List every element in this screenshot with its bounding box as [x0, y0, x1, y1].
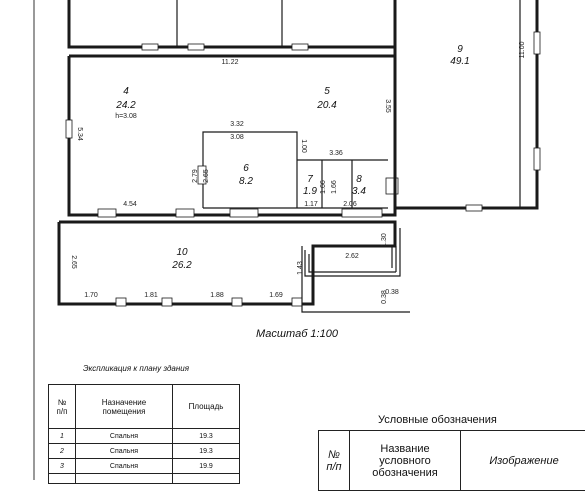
svg-text:8.2: 8.2 [239, 176, 253, 187]
svg-text:10: 10 [176, 247, 188, 258]
svg-text:26.2: 26.2 [171, 260, 192, 271]
svg-text:1.43: 1.43 [297, 261, 304, 275]
svg-text:1.66: 1.66 [320, 180, 327, 194]
svg-text:1.69: 1.69 [269, 292, 283, 299]
header-name: Назначение помещения [76, 385, 173, 429]
room-8-label: 8 3.4 [352, 174, 366, 197]
svg-text:1.30: 1.30 [381, 233, 388, 247]
table-row: 3 Спальня 19.9 [49, 459, 240, 474]
svg-text:4.54: 4.54 [123, 201, 137, 208]
svg-text:49.1: 49.1 [450, 56, 469, 67]
header-area: Площадь [173, 385, 240, 429]
table-header-row: № п/п Назначение помещения Площадь [49, 385, 240, 429]
room-9-label: 9 49.1 [450, 44, 469, 67]
svg-text:5.34: 5.34 [76, 127, 83, 141]
svg-text:1.9: 1.9 [303, 186, 317, 197]
room-10-walls [59, 222, 395, 306]
svg-text:11.22: 11.22 [222, 59, 239, 66]
legend-header-image: Изображение [461, 431, 585, 491]
svg-text:1.70: 1.70 [84, 292, 98, 299]
room-5-label: 5 20.4 [316, 86, 337, 111]
svg-text:1.88: 1.88 [210, 292, 224, 299]
svg-text:20.4: 20.4 [316, 100, 337, 111]
svg-text:0.38: 0.38 [385, 289, 399, 296]
svg-text:1.81: 1.81 [144, 292, 158, 299]
room-7-label: 7 1.9 [303, 174, 317, 197]
room-10-label: 10 26.2 [171, 247, 192, 271]
svg-text:1.00: 1.00 [300, 139, 307, 153]
svg-text:3.32: 3.32 [230, 121, 244, 128]
explication-title: Экспликация к плану здания [83, 364, 189, 373]
room-height: h=3.08 [115, 113, 137, 120]
svg-text:3.55: 3.55 [384, 99, 391, 113]
table-row: 2 Спальня 19.3 [49, 444, 240, 459]
room-4-label: 4 24.2 h=3.08 [115, 86, 137, 120]
scale-label: Масштаб 1:100 [256, 328, 338, 340]
legend-header-row: № п/п Название условного обозначения Изо… [319, 431, 585, 491]
svg-text:3.4: 3.4 [352, 186, 366, 197]
room-number: 4 [123, 86, 129, 97]
svg-text:2.79: 2.79 [192, 169, 199, 183]
upper-walls [69, 0, 395, 47]
table-row [49, 474, 240, 484]
svg-text:7: 7 [307, 174, 313, 185]
svg-text:1.17: 1.17 [304, 201, 318, 208]
svg-text:11.00: 11.00 [519, 41, 526, 58]
svg-text:2.62: 2.62 [345, 253, 359, 260]
dimension-labels: 11.22 11.00 5.34 3.55 3.32 3.08 1.00 3.3… [70, 41, 526, 303]
legend-header-num: № п/п [319, 431, 350, 491]
svg-text:2.65: 2.65 [70, 255, 77, 269]
svg-text:3.36: 3.36 [329, 150, 343, 157]
svg-text:9: 9 [457, 44, 463, 55]
svg-text:1.66: 1.66 [331, 180, 338, 194]
middle-windows [66, 120, 382, 217]
room-9-walls [386, 0, 540, 211]
svg-text:8: 8 [356, 174, 362, 185]
svg-text:2.06: 2.06 [343, 201, 357, 208]
table-row: 1 Спальня 19.3 [49, 429, 240, 444]
legend-header-name: Название условного обозначения [350, 431, 461, 491]
header-num: № п/п [49, 385, 76, 429]
legend-table: № п/п Название условного обозначения Изо… [318, 430, 585, 491]
legend-title: Условные обозначения [378, 414, 497, 426]
svg-text:3.08: 3.08 [230, 134, 244, 141]
svg-text:2.65: 2.65 [203, 169, 210, 183]
explication-table: № п/п Назначение помещения Площадь 1 Спа… [48, 384, 240, 484]
room-6-label: 6 8.2 [239, 163, 253, 187]
svg-text:5: 5 [324, 86, 330, 97]
room-area: 24.2 [115, 100, 136, 111]
svg-text:6: 6 [243, 163, 249, 174]
